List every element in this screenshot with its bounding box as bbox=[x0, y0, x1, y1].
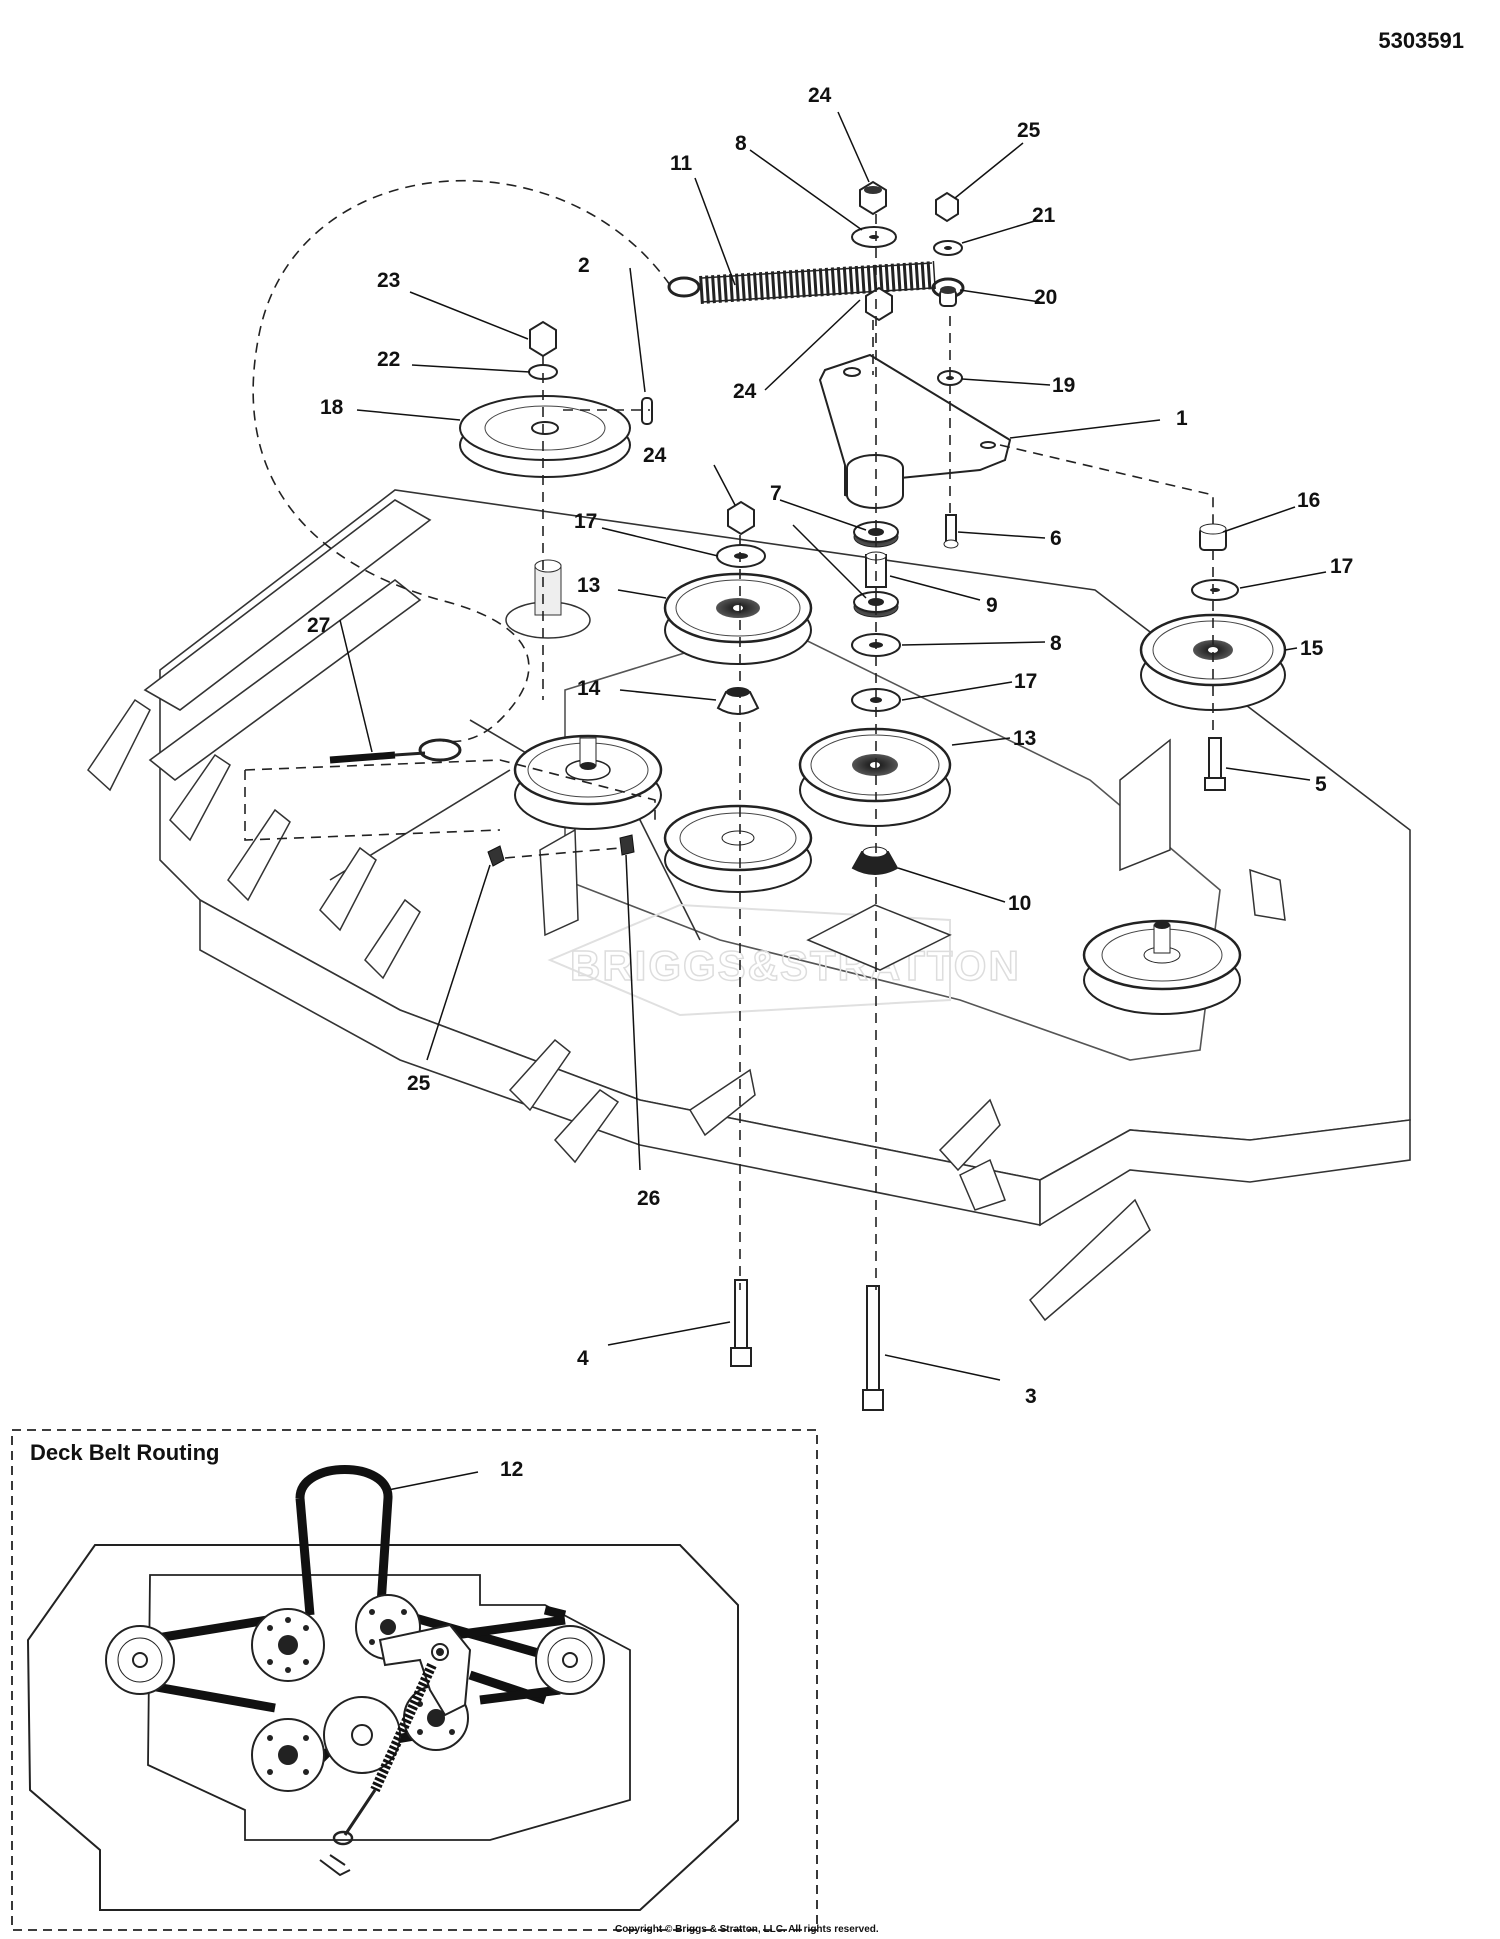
callout-2: 2 bbox=[578, 254, 590, 277]
idler-pulley-13-right bbox=[798, 727, 952, 827]
part-number: 5303591 bbox=[1378, 28, 1464, 53]
idler-arm-1 bbox=[818, 353, 1012, 509]
callout-22: 22 bbox=[377, 348, 400, 371]
assembly-guide-lines bbox=[244, 179, 1214, 1290]
nut-25-top bbox=[935, 191, 959, 223]
callout-16: 16 bbox=[1297, 489, 1320, 512]
nut-24-mid-left bbox=[727, 500, 755, 536]
callout-8: 8 bbox=[735, 132, 747, 155]
callout-15: 15 bbox=[1300, 637, 1324, 660]
key-2 bbox=[641, 397, 653, 425]
clip-26 bbox=[619, 834, 635, 856]
callout-9: 9 bbox=[986, 594, 998, 617]
callout-20: 20 bbox=[1034, 286, 1057, 309]
left-spindle-pulley bbox=[513, 734, 663, 830]
callout-1: 1 bbox=[1176, 407, 1188, 430]
callout-18: 18 bbox=[320, 396, 344, 419]
routing-pulley-left bbox=[105, 1625, 175, 1695]
callout-8-low: 8 bbox=[1050, 632, 1062, 655]
callout-3: 3 bbox=[1025, 1385, 1037, 1408]
center-spindle-pulley bbox=[663, 804, 813, 893]
washer-21 bbox=[933, 240, 963, 256]
callout-24: 24 bbox=[808, 84, 832, 107]
callout-24-low: 24 bbox=[643, 444, 667, 467]
routing-idler-upper-left bbox=[251, 1608, 325, 1682]
callout-13-right: 13 bbox=[1013, 727, 1036, 750]
idler-pulley-13-left bbox=[663, 572, 813, 665]
nut-23 bbox=[529, 320, 557, 358]
callout-17-mid: 17 bbox=[1014, 670, 1037, 693]
dust-cap-14 bbox=[716, 687, 760, 715]
callout-12: 12 bbox=[500, 1458, 523, 1481]
callout-25: 25 bbox=[1017, 119, 1041, 142]
svg-text:BRIGGS&STRATTON: BRIGGS&STRATTON bbox=[570, 942, 1021, 989]
watermark: BRIGGS&STRATTON bbox=[547, 903, 1021, 1017]
nut-24-top bbox=[859, 180, 887, 216]
washer-17-mid-left bbox=[716, 544, 766, 568]
callout-11: 11 bbox=[670, 152, 693, 175]
spring-11 bbox=[667, 261, 965, 304]
belt-routing-inset: 12 bbox=[11, 1429, 818, 1931]
callout-10: 10 bbox=[1008, 892, 1031, 915]
callout-13-left: 13 bbox=[577, 574, 600, 597]
callout-26: 26 bbox=[637, 1187, 660, 1210]
callout-24-mid: 24 bbox=[733, 380, 757, 403]
callout-27: 27 bbox=[307, 614, 330, 637]
routing-pulley-right bbox=[535, 1625, 605, 1695]
routing-idler-lower-left bbox=[251, 1718, 325, 1792]
bolt-5 bbox=[1204, 737, 1226, 791]
callout-labels: 24 8 25 21 20 19 11 2 23 22 18 24 1 6 24… bbox=[307, 84, 1353, 1408]
callout-17-right: 17 bbox=[1330, 555, 1353, 578]
callout-21: 21 bbox=[1032, 204, 1056, 227]
eyebolt-27 bbox=[329, 738, 462, 764]
copyright-notice: Copyright © Briggs & Stratton, LLC. All … bbox=[615, 1924, 879, 1935]
callout-7: 7 bbox=[770, 482, 782, 505]
right-spindle-pulley bbox=[1082, 919, 1242, 1015]
callout-17-left: 17 bbox=[574, 510, 597, 533]
callout-19: 19 bbox=[1052, 374, 1075, 397]
callout-23: 23 bbox=[377, 269, 400, 292]
bolt-6 bbox=[943, 514, 959, 549]
callout-5: 5 bbox=[1315, 773, 1327, 796]
callout-leaders bbox=[339, 111, 1327, 1381]
left-spindle-assembly bbox=[505, 559, 591, 639]
spacer-20 bbox=[939, 286, 957, 307]
washer-8-top bbox=[851, 226, 897, 248]
callout-leader-12 bbox=[387, 1471, 479, 1491]
dust-cap-10 bbox=[851, 846, 899, 875]
washer-17-right bbox=[1191, 579, 1239, 601]
nut-25-lower bbox=[487, 845, 505, 867]
bolt-4 bbox=[730, 1279, 752, 1367]
callout-14: 14 bbox=[577, 677, 601, 700]
deck-brackets bbox=[87, 698, 1286, 1322]
routing-spring bbox=[319, 1662, 437, 1877]
deck-plate-square bbox=[806, 904, 952, 971]
spacer-16 bbox=[1199, 523, 1227, 551]
bolt-3 bbox=[862, 1285, 884, 1411]
pulley-18 bbox=[459, 395, 631, 478]
inset-title: Deck Belt Routing bbox=[30, 1440, 220, 1465]
callout-4: 4 bbox=[577, 1347, 589, 1370]
nut-24-mid bbox=[865, 286, 893, 322]
callout-25-low: 25 bbox=[407, 1072, 431, 1095]
callout-6: 6 bbox=[1050, 527, 1062, 550]
